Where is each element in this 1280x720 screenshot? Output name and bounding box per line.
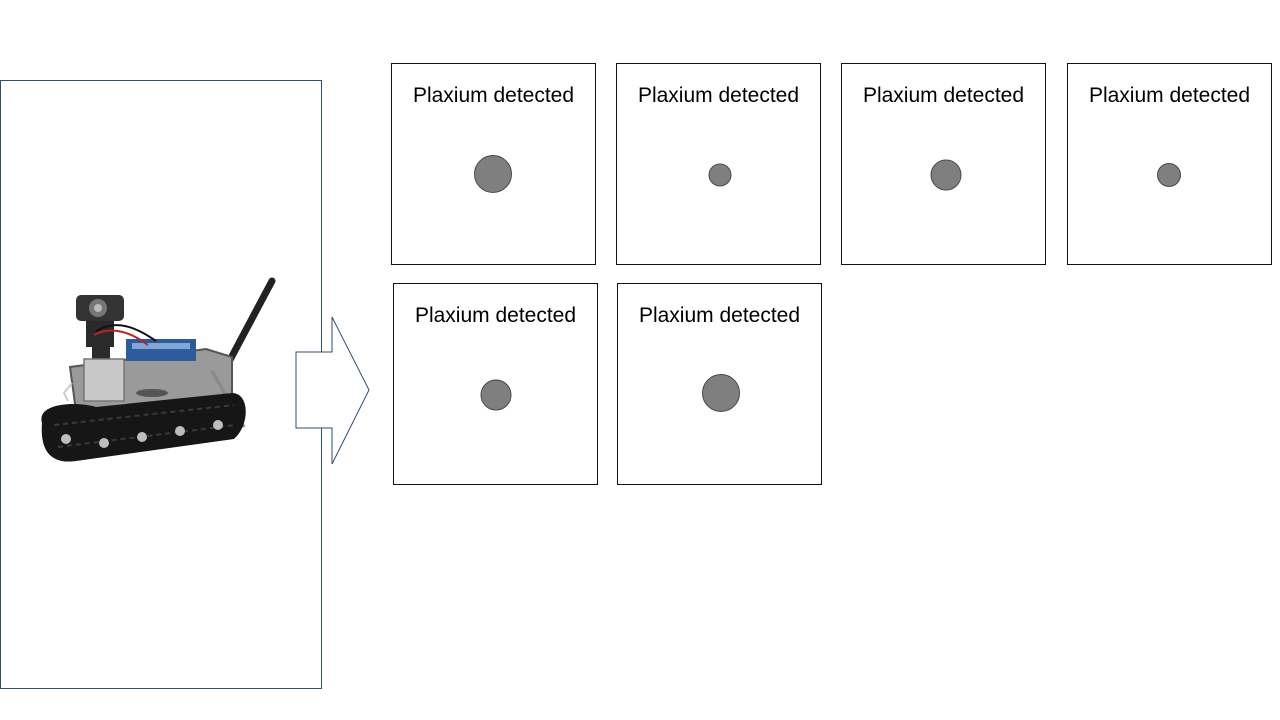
detection-blob	[708, 163, 732, 187]
robot-image	[41, 277, 276, 462]
detection-blob	[1157, 163, 1181, 187]
detection-card: Plaxium detected	[617, 283, 822, 485]
detection-card: Plaxium detected	[1067, 63, 1272, 265]
detection-label: Plaxium detected	[637, 84, 800, 107]
detection-card: Plaxium detected	[841, 63, 1046, 265]
detection-blob	[702, 374, 740, 412]
detection-label: Plaxium detected	[638, 304, 801, 327]
detection-label: Plaxium detected	[1088, 84, 1251, 107]
right-arrow-icon	[295, 316, 370, 465]
detection-card: Plaxium detected	[616, 63, 821, 265]
detection-card: Plaxium detected	[391, 63, 596, 265]
detection-label: Plaxium detected	[862, 84, 1025, 107]
detection-blob	[474, 155, 512, 193]
detection-blob	[480, 379, 512, 411]
detection-label: Plaxium detected	[414, 304, 577, 327]
detection-card: Plaxium detected	[393, 283, 598, 485]
detection-blob	[930, 159, 962, 191]
detection-label: Plaxium detected	[412, 84, 575, 107]
